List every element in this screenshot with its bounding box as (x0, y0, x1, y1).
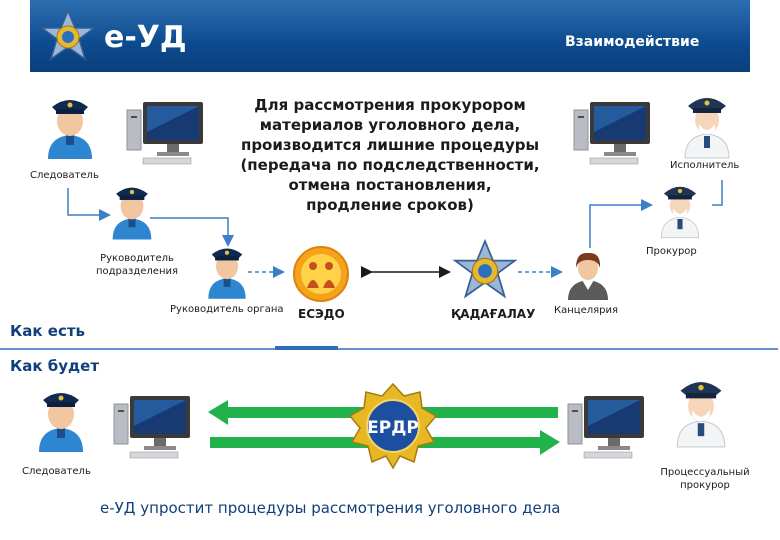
executor-label: Исполнитель (670, 160, 740, 171)
to-be-investigator-figure (39, 393, 83, 452)
kadagalau-label: ҚАДАҒАЛАУ (451, 307, 536, 321)
to-be-prosecutor-computer-icon (567, 395, 645, 459)
to-be-prosecutor-figure (676, 381, 726, 448)
header-banner (30, 0, 750, 72)
app-title: е-УД (104, 20, 187, 55)
connector-unit-head-to-agency-head (150, 217, 234, 247)
to-be-section-label: Как будет (10, 357, 100, 375)
executor-figure (684, 97, 730, 159)
to-be-conclusion: е-УД упростит процедуры рассмотрения уго… (100, 499, 561, 517)
kadagalau-emblem-icon (454, 240, 516, 298)
chancellery-label: Канцелярия (554, 305, 618, 316)
erdr-badge-icon: ЕРДР (348, 382, 438, 470)
header-subtitle: Взаимодействие (565, 34, 700, 50)
unit-head-label: Руководитель подразделения (95, 253, 179, 277)
esedo-logo-icon (293, 246, 349, 302)
esedo-label: ЕСЭДО (298, 307, 345, 321)
connector-chancellery-to-prosecutor (589, 199, 653, 248)
executor-computer-icon (573, 101, 651, 165)
to-be-investigator-label: Следователь (22, 466, 91, 477)
prosecutor-figure (660, 186, 700, 239)
connector-investigator-to-unit-head (67, 188, 111, 221)
agency-head-label: Руководитель органа (170, 304, 284, 315)
connector-prosecutor-to-executor (712, 180, 723, 206)
chancellery-figure (568, 252, 608, 300)
erdr-badge-text: ЕРДР (367, 418, 419, 438)
as-is-description: Для рассмотрения прокурором материалов у… (240, 96, 540, 214)
to-be-investigator-computer-icon (113, 395, 191, 459)
prosecutor-label: Прокурор (646, 246, 697, 257)
procedural-prosecutor-label: Процессуальный прокурор (660, 467, 750, 491)
investigator-figure (48, 100, 92, 159)
agency-head-figure (208, 248, 246, 299)
investigator-label: Следователь (30, 170, 99, 181)
unit-head-figure (112, 187, 152, 240)
as-is-section-label: Как есть (10, 322, 86, 340)
investigator-computer-icon (126, 101, 204, 165)
